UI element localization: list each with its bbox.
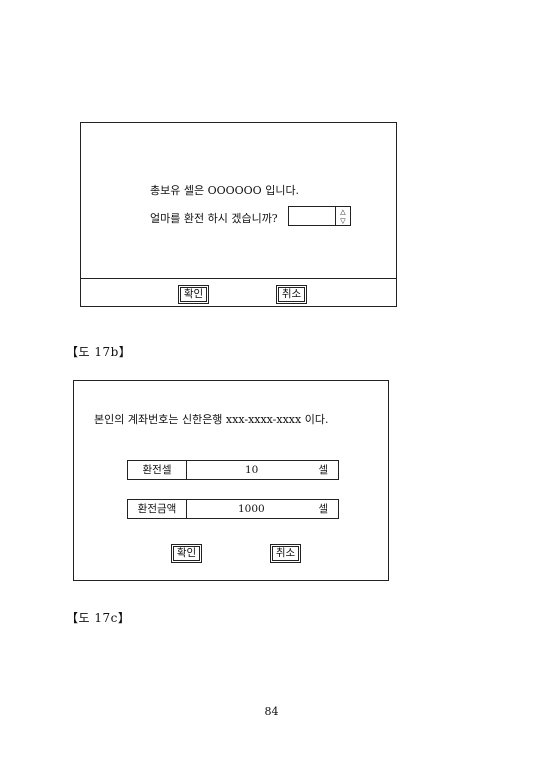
page-number: 84	[264, 705, 279, 718]
spinner-arrows: △ ▽	[335, 207, 350, 225]
exchange-amount-value: 1000	[238, 503, 265, 515]
exchange-amount-label: 환전금액	[127, 499, 187, 519]
exchange-cell-label: 환전셀	[127, 460, 187, 480]
total-cell-text: 총보유 셀은 OOOOOO 입니다.	[150, 184, 300, 197]
dialog-a-divider	[81, 278, 396, 279]
exchange-question-text: 얼마를 환전 하시 겠습니까?	[150, 212, 278, 225]
figure-caption-17c: 【도 17c】	[66, 611, 131, 625]
dialog-account-info: 본인의 계좌번호는 신한은행 xxx-xxxx-xxxx 이다. 환전셀 10 …	[73, 380, 389, 581]
confirm-button[interactable]: 확인	[171, 544, 202, 563]
exchange-amount-field[interactable]: 1000 셀	[186, 499, 339, 519]
figure-caption-17b: 【도 17b】	[66, 345, 132, 359]
exchange-cell-unit: 셀	[318, 464, 328, 476]
exchange-cell-field[interactable]: 10 셀	[186, 460, 339, 480]
cancel-button[interactable]: 취소	[270, 544, 301, 563]
dialog-amount-select: 총보유 셀은 OOOOOO 입니다. 얼마를 환전 하시 겠습니까? △ ▽ 확…	[80, 122, 397, 307]
spinner-up-icon[interactable]: △	[340, 208, 346, 216]
exchange-amount-unit: 셀	[318, 503, 328, 515]
amount-spinner[interactable]: △ ▽	[288, 206, 351, 226]
confirm-button[interactable]: 확인	[178, 285, 209, 304]
account-number-text: 본인의 계좌번호는 신한은행 xxx-xxxx-xxxx 이다.	[94, 413, 329, 426]
cancel-button[interactable]: 취소	[276, 285, 307, 304]
exchange-cell-value: 10	[245, 464, 259, 476]
spinner-down-icon[interactable]: ▽	[340, 217, 346, 225]
